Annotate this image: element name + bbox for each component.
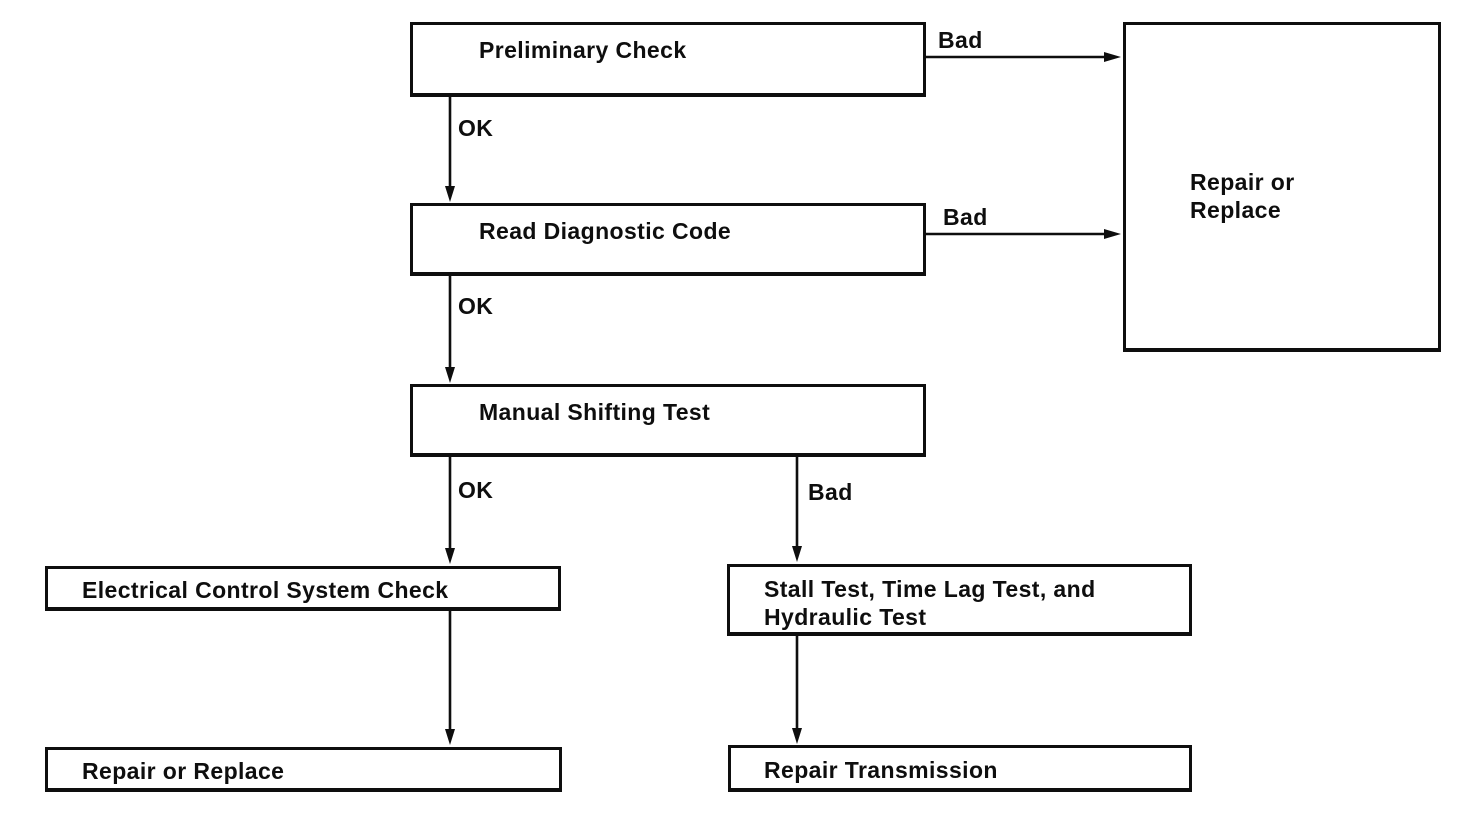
edge-label-preliminary-ok: OK <box>458 115 494 141</box>
node-repair-or-replace-secondary: Repair or Replace <box>45 747 562 792</box>
arrowhead-manual-bad <box>792 546 802 562</box>
edge-label-manual-bad: Bad <box>808 479 853 505</box>
node-electrical-control-system-check: Electrical Control System Check <box>45 566 561 611</box>
node-repair-or-replace-main: Repair or Replace <box>1123 22 1441 352</box>
node-repair-transmission: Repair Transmission <box>728 745 1192 792</box>
edge-label-diagnostic-ok: OK <box>458 293 494 319</box>
arrowhead-diagnostic-bad <box>1104 229 1121 239</box>
node-preliminary-check: Preliminary Check <box>410 22 926 97</box>
edge-label-manual-ok: OK <box>458 477 494 503</box>
node-read-diagnostic-code: Read Diagnostic Code <box>410 203 926 276</box>
arrowhead-manual-ok <box>445 548 455 564</box>
arrowhead-electrical-down <box>445 729 455 745</box>
edge-label-preliminary-bad: Bad <box>938 27 983 53</box>
node-stall-time-lag-hydraulic-test: Stall Test, Time Lag Test, and Hydraulic… <box>727 564 1192 636</box>
edge-label-diagnostic-bad: Bad <box>943 204 988 230</box>
arrowhead-preliminary-bad <box>1104 52 1121 62</box>
arrowhead-stall-down <box>792 728 802 744</box>
node-manual-shifting-test: Manual Shifting Test <box>410 384 926 457</box>
arrowhead-preliminary-ok <box>445 186 455 202</box>
arrowhead-diagnostic-ok <box>445 367 455 383</box>
